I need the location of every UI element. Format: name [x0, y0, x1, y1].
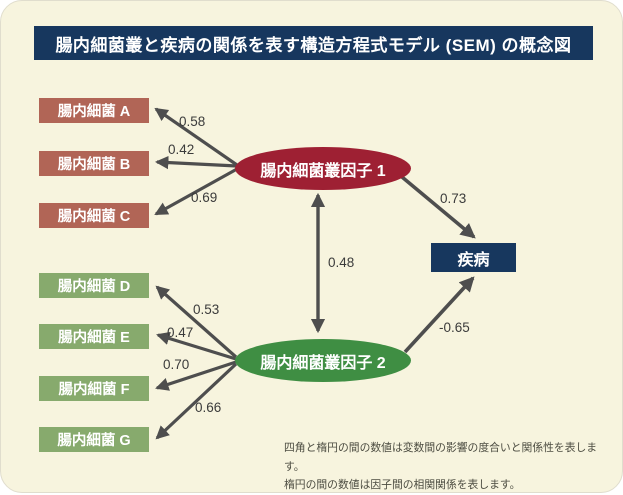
indicator-box-c: 腸内細菌 C — [39, 203, 149, 228]
footnote-line-2: 楕円の間の数値は因子間の相関関係を表します。 — [284, 479, 521, 492]
figure-title: 腸内細菌叢と疾病の関係を表す構造方程式モデル (SEM) の概念図 — [34, 26, 593, 60]
path-label-factor2-disease: -0.65 — [439, 320, 470, 335]
edge-factor2-to-d — [155, 285, 238, 359]
footnote-line-1: 四角と楕円の間の数値は変数間の影響の度合いと関係性を表します。 — [284, 442, 598, 473]
factor2-ellipse: 腸内細菌叢因子 2 — [235, 339, 411, 382]
loading-label-a: 0.58 — [179, 114, 206, 129]
indicator-box-b: 腸内細菌 B — [39, 151, 149, 176]
factor1-ellipse: 腸内細菌叢因子 1 — [235, 147, 411, 190]
loading-label-d: 0.53 — [193, 302, 220, 317]
indicator-box-g: 腸内細菌 G — [39, 427, 149, 452]
path-label-factor1-disease: 0.73 — [440, 191, 467, 206]
edge-factor1-to-b — [154, 155, 238, 170]
loading-label-e: 0.47 — [167, 325, 194, 340]
edge-factor1-to-disease — [400, 175, 476, 239]
indicator-box-d: 腸内細菌 D — [39, 273, 149, 298]
disease-box: 疾病 — [431, 243, 516, 272]
footnote: 四角と楕円の間の数値は変数間の影響の度合いと関係性を表します。 楕円の間の数値は… — [284, 439, 614, 495]
edge-factor2-to-disease — [403, 276, 475, 354]
loading-label-f: 0.70 — [163, 357, 190, 372]
loading-label-c: 0.69 — [191, 190, 218, 205]
indicator-box-f: 腸内細菌 F — [39, 376, 149, 401]
loading-label-g: 0.66 — [195, 400, 222, 415]
loading-label-b: 0.42 — [168, 142, 195, 157]
indicator-box-e: 腸内細菌 E — [39, 324, 149, 349]
indicator-box-a: 腸内細菌 A — [39, 98, 149, 123]
path-label-correlation: 0.48 — [328, 255, 355, 270]
